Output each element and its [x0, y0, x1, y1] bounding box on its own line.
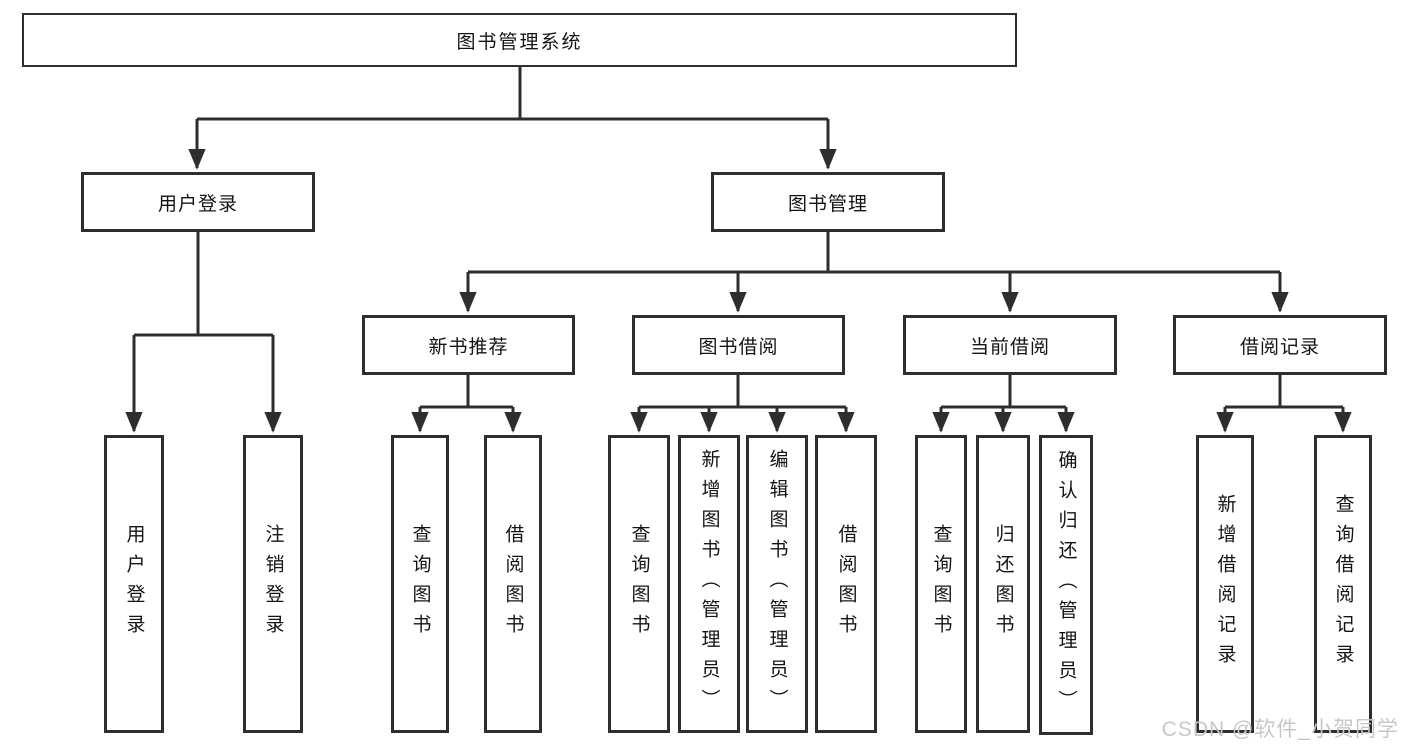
leaf-records-add-record: 新增借阅记录	[1196, 435, 1254, 733]
leaf-user-login: 用户登录	[104, 435, 164, 733]
leaf-current-confirm-return-admin: 确认归还（管理员）	[1039, 435, 1093, 735]
leaf-newrec-borrow-books: 借阅图书	[484, 435, 542, 733]
leaf-records-query-record: 查询借阅记录	[1314, 435, 1372, 733]
node-user-login: 用户登录	[81, 172, 315, 232]
node-new-book-recommend: 新书推荐	[362, 315, 575, 375]
node-book-borrow: 图书借阅	[632, 315, 845, 375]
leaf-borrow-borrow-books: 借阅图书	[815, 435, 877, 733]
leaf-current-return-books: 归还图书	[976, 435, 1030, 733]
node-current-borrow: 当前借阅	[903, 315, 1117, 375]
leaf-logout-login: 注销登录	[243, 435, 303, 733]
leaf-newrec-query-books: 查询图书	[391, 435, 449, 733]
leaf-borrow-query-books: 查询图书	[608, 435, 670, 733]
node-root-system: 图书管理系统	[22, 13, 1017, 67]
leaf-borrow-edit-books-admin: 编辑图书（管理员）	[746, 435, 808, 733]
node-book-management: 图书管理	[711, 172, 945, 232]
leaf-borrow-add-books-admin: 新增图书（管理员）	[678, 435, 740, 733]
leaf-current-query-books: 查询图书	[915, 435, 967, 733]
node-borrow-records: 借阅记录	[1173, 315, 1387, 375]
